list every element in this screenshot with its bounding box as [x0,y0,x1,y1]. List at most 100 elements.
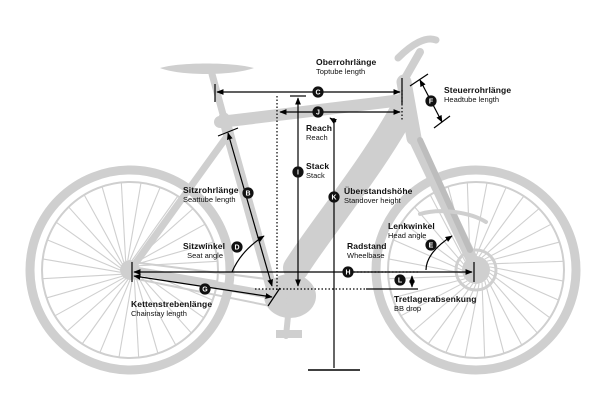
label-head-angle-en: Head angle [388,230,427,240]
marker-f: F [425,95,437,107]
label-reach-en: Reach [306,132,328,142]
label-bb-drop-en: BB drop [394,303,422,313]
label-wheelbase-en: Wheelbase [347,250,385,260]
wheel-spoke [412,282,471,332]
marker-j: J [312,106,324,118]
label-wheelbase: Radstand Wheelbase [347,241,387,260]
svg-text:J: J [316,110,320,117]
wheel-spoke [400,280,468,317]
svg-text:H: H [345,270,350,277]
wheel-spoke [99,279,131,353]
wheel-spoke [101,186,125,263]
label-toptube-en: Toptube length [316,66,366,76]
label-stack-en: Stack [306,170,325,180]
wheel-spoke [429,194,466,262]
wheel-spoke [486,278,523,346]
wheel-spoke [47,239,121,271]
dimension-lines [131,73,475,371]
label-wheelbase-de: Radstand [347,241,387,251]
wheel-spoke [489,266,564,282]
wheel-spoke [478,195,525,257]
label-standover-en: Standover height [344,195,401,205]
svg-text:F: F [429,99,434,106]
svg-text:K: K [331,195,336,202]
letter-markers: C F J I K B D E H L G [199,86,437,295]
wheel-spoke [414,206,464,265]
wheel-spoke [484,280,505,354]
marker-l: L [394,274,406,286]
marker-d: D [231,241,243,253]
label-headtube-en: Headtube length [444,94,500,104]
wheel-spoke [66,278,127,332]
label-seattube: Sitzrohrlänge Seattube length [183,185,239,204]
wheel-spoke [464,283,480,358]
svg-text:E: E [429,243,434,250]
wheel-spoke [484,223,552,260]
label-seat-angle-en: Seat angle [187,250,223,260]
label-headtube: Steuerrohrlänge Headtube length [444,85,512,104]
wheel-spoke [42,273,122,280]
headtube-tick-bottom [433,115,451,129]
wheel-spoke [481,282,486,358]
label-seattube-en: Seattube length [183,194,236,204]
wheel-spoke [81,279,129,345]
label-chainstay: Kettenstrebenlänge Chainstay length [131,299,213,318]
headtube-tick-top [409,73,429,87]
label-chainstay-en: Chainstay length [131,308,187,318]
label-headtube-de: Steuerrohrlänge [444,85,512,95]
label-head-angle-de: Lenkwinkel [388,221,435,231]
label-stack: Stack Stack [306,161,330,180]
label-bb-drop-de: Tretlagerabsenkung [394,294,477,304]
label-bb-drop: Tretlagerabsenkung BB drop [394,294,477,313]
wheel-spoke [393,239,463,271]
label-reach-de: Reach [306,123,333,133]
wheel-spoke [46,275,123,299]
svg-text:D: D [234,245,239,252]
wheel-spoke [135,223,206,263]
wheel-spoke [427,283,474,345]
wheel-spoke [489,269,559,301]
head-angle-arc [425,235,453,271]
marker-e: E [425,239,437,251]
wheel-spoke [42,258,121,273]
wheel-spoke [55,221,121,269]
seat-angle-arc [231,235,265,273]
wheel-spoke [129,187,161,261]
marker-i: I [292,166,304,178]
svg-text:I: I [297,170,299,177]
marker-c: C [312,86,324,98]
label-toptube-de: Oberrohrlänge [316,57,377,67]
wheel-spoke [475,187,507,257]
svg-text:L: L [398,278,403,285]
wheel-spoke [68,206,122,267]
label-standover-de: Überstandshöhe [344,186,413,196]
marker-b: B [242,187,254,199]
wheel-spoke [137,241,214,265]
label-head-angle: Lenkwinkel Head angle [388,221,435,240]
label-stack-de: Stack [306,161,330,171]
wheel-spoke [488,260,564,265]
standover-arrow-top [329,117,337,124]
label-standover: Überstandshöhe Standover height [344,186,413,205]
seattube-tick-top [217,127,239,137]
chainstay-tick [267,287,281,307]
label-seat-angle-de: Sitzwinkel [183,241,226,251]
wheel-spoke [118,279,133,358]
wheel-spoke [127,182,142,261]
wheel-spoke [83,194,123,265]
seattube-length-line [227,132,273,287]
wheel-spoke [486,241,560,262]
marker-g: G [199,283,211,295]
label-toptube: Oberrohrlänge Toptube length [316,57,377,76]
wheel-spoke [388,258,463,274]
svg-text:C: C [315,90,320,97]
label-chainstay-de: Kettenstrebenlänge [131,299,213,309]
wheel-spoke [489,272,551,319]
wheel-spoke [445,283,477,353]
marker-k: K [328,191,340,203]
label-seat-angle: Sitzwinkel Seat angle [183,241,226,260]
wheel-spoke [481,208,540,258]
wheel-spoke [392,278,466,299]
